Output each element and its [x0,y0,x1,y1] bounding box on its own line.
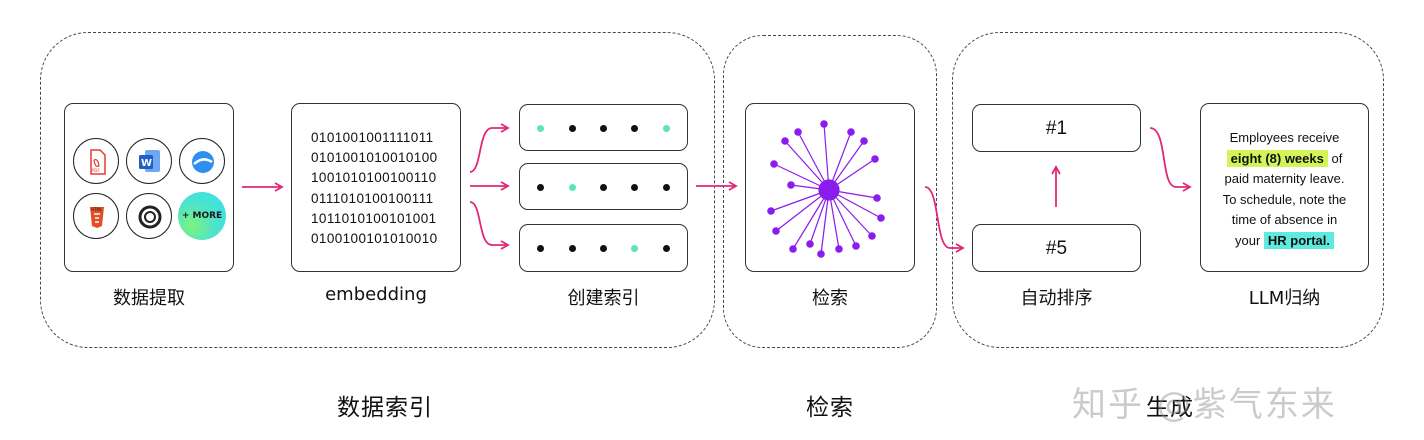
highlight-portal: HR portal. [1263,231,1335,249]
index-dot [631,184,638,191]
index-dot [631,245,638,252]
step-label-embedding: embedding [325,284,427,305]
index-dot [537,184,544,191]
index-dot [663,184,670,191]
html5-icon: HTML [73,193,119,239]
index-dot [569,245,576,252]
retrieval-card [745,103,915,272]
step-label-index: 创建索引 [567,288,640,309]
index-dot [600,184,607,191]
step-label-summarize: LLM归纳 [1248,288,1321,309]
svg-text:HTML: HTML [91,207,103,212]
index-dot [663,245,670,252]
stage-title-retrieval: 检索 [806,395,854,421]
arrow-rerank-to-llm [1149,127,1192,192]
highlight-duration: eight (8) weeks [1226,149,1328,167]
stage-title-indexing: 数据索引 [337,395,433,421]
more-sources-icon: + MORE [178,192,226,240]
openai-icon [126,193,172,239]
arrow-embedding-to-index-3 [469,201,510,250]
word-icon: W [126,138,172,184]
index-dot [569,125,576,132]
index-dot [631,125,638,132]
llm-answer: Employees receive eight (8) weeks of pai… [1222,130,1347,249]
rank-bottom: #5 [1045,238,1068,259]
index-dot [600,125,607,132]
index-row-2 [519,163,688,210]
llm-output-card: Employees receive eight (8) weeks of pai… [1200,103,1369,272]
embedding-card: 0101001001111011 0101001010010100 100101… [291,103,461,272]
svg-text:PDF: PDF [92,168,100,173]
watermark: 知乎 @紫气东来 [1072,385,1337,425]
index-row-3 [519,224,688,272]
step-label-rerank: 自动排序 [1020,288,1093,309]
index-dot [600,245,607,252]
index-dot [537,245,544,252]
cloud-drive-icon [179,138,225,184]
data-sources-card: PDF W HTML + MORE [64,103,234,272]
pdf-icon: PDF [73,138,119,184]
stage-title-generation: 生成 [1146,395,1194,421]
index-row-1 [519,104,688,151]
step-label-retrieve: 检索 [812,288,848,309]
arrow-embedding-to-index-1 [469,123,510,173]
retrieval-group [723,35,937,348]
arrow-retrieve-to-rerank [924,186,965,253]
rank-bottom-card: #5 [972,224,1141,272]
index-dot [663,125,670,132]
generation-group [952,32,1384,348]
index-dot [537,125,544,132]
index-dot [569,184,576,191]
indexing-group [40,32,715,348]
step-label-extract: 数据提取 [113,288,185,309]
binary-vector: 0101001001111011 0101001010010100 100101… [311,130,438,247]
vector-search-graph [767,120,885,258]
rank-top-card: #1 [972,104,1141,152]
svg-text:W: W [141,158,152,169]
rank-top: #1 [1045,118,1068,139]
